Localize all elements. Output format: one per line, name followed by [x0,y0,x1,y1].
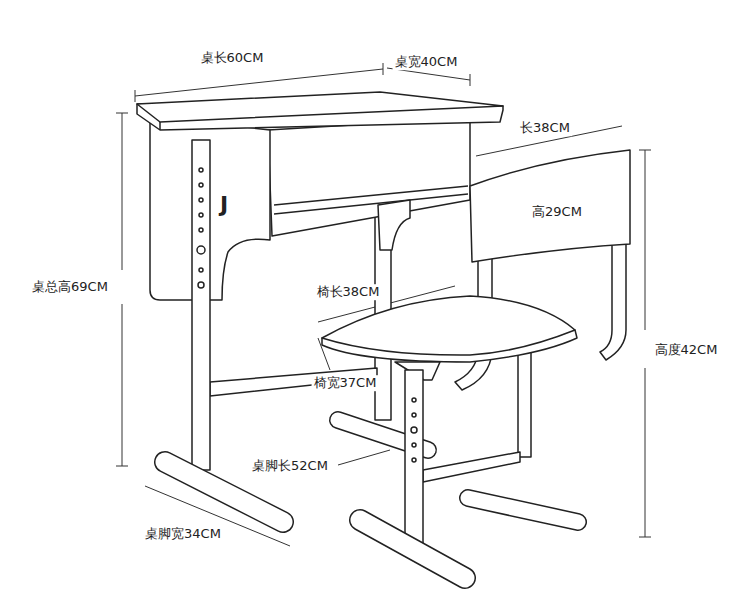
dimension-label: 高度42CM [653,342,720,358]
dimension-label: 桌脚长52CM [250,458,330,474]
dimension-lines [116,63,651,546]
logo-letter: J [218,192,230,218]
dimension-label: 椅宽37CM [312,375,379,391]
dimension-label: 桌脚宽34CM [143,526,223,542]
dimension-label: 桌长60CM [199,50,266,66]
dimension-label: 桌宽40CM [393,54,460,70]
chair [322,150,630,578]
dimension-label: 桌总高69CM [30,279,110,295]
dimension-label: 高29CM [530,204,584,220]
dimension-label: 长38CM [518,120,572,136]
dimension-label: 椅长38CM [315,284,382,300]
